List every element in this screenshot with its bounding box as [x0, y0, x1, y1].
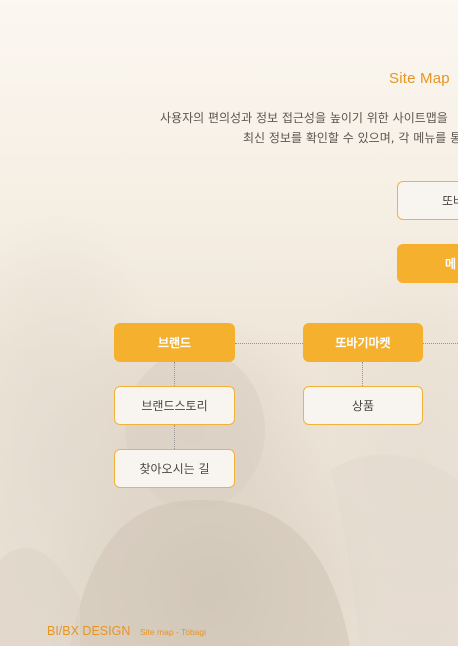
page-title: Site Map [389, 70, 450, 87]
connector-brand-market [235, 343, 303, 344]
footer-subtitle: Site map - Tobagi [140, 627, 206, 637]
sitemap-market-node[interactable]: 또바기마켓 [303, 323, 423, 362]
sitemap-root-node[interactable]: 또바 [397, 181, 458, 220]
description-line-2: 최신 정보를 확인할 수 있으며, 각 메뉴를 통 [243, 131, 458, 145]
connector-market-product [362, 362, 363, 386]
description-line-1: 사용자의 편의성과 정보 접근성을 높이기 위한 사이트맵을 [160, 111, 448, 125]
connector-story-directions [174, 425, 175, 449]
footer-brand: BI/BX DESIGN [47, 624, 131, 638]
sitemap-brand-node[interactable]: 브랜드 [114, 323, 235, 362]
sitemap-menu-node[interactable]: 메 [397, 244, 458, 283]
connector-market-right [423, 343, 458, 344]
sitemap-product-node[interactable]: 상품 [303, 386, 423, 425]
sitemap-directions-node[interactable]: 찾아오시는 길 [114, 449, 235, 488]
connector-brand-story [174, 362, 175, 386]
sitemap-brand-story-node[interactable]: 브랜드스토리 [114, 386, 235, 425]
